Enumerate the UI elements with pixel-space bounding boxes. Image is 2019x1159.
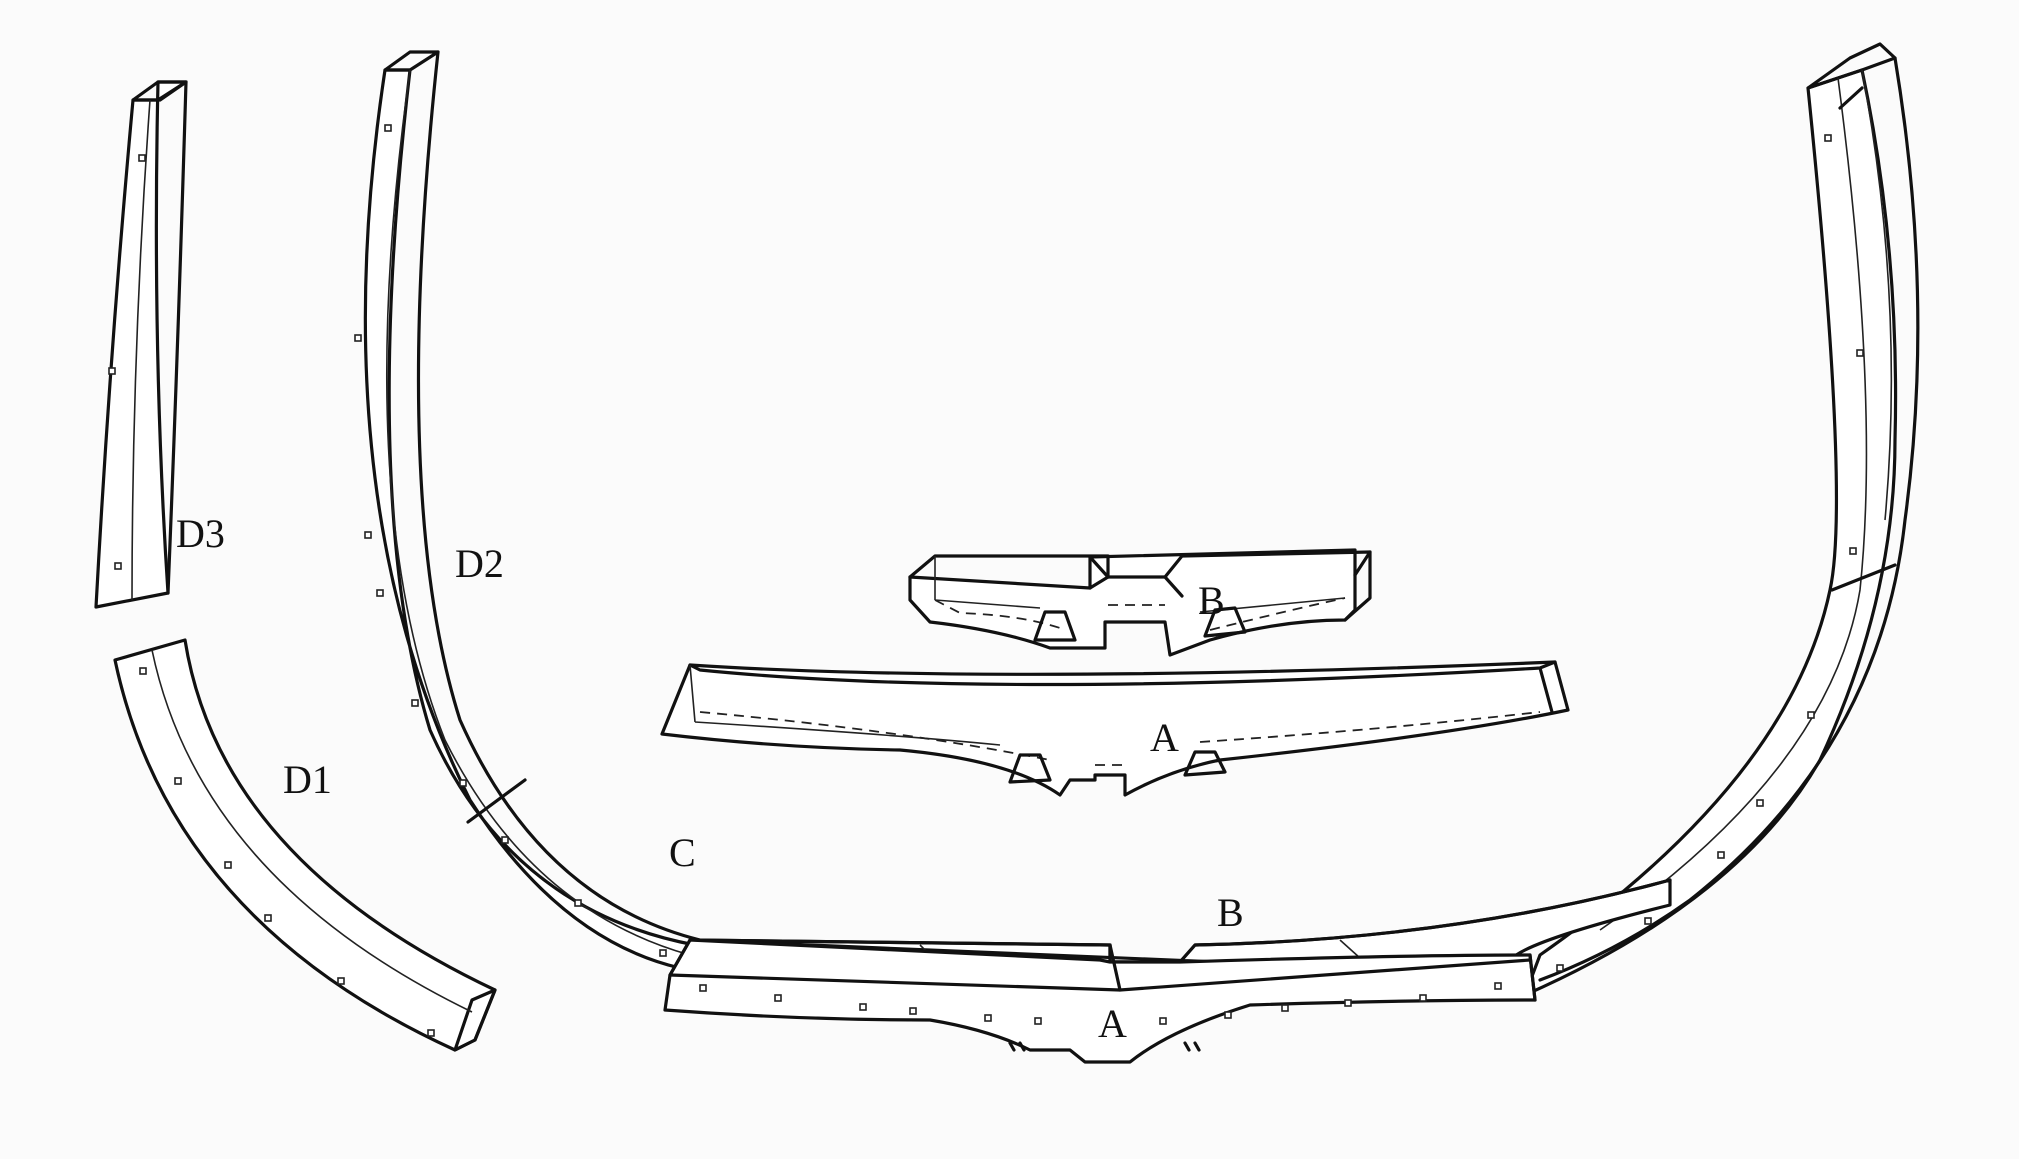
treenail-hole [411,699,419,707]
label-b-frame: B [1217,890,1244,935]
label-d3: D3 [176,511,225,556]
treenail-hole [1494,982,1502,990]
treenail-hole [1807,711,1815,719]
label-d1: D1 [283,757,332,802]
treenail-hole [138,154,146,162]
treenail-hole [1556,964,1564,972]
treenail-hole [574,899,582,907]
futtock-d1 [113,638,497,1052]
treenail-hole [376,589,384,597]
frame-right-arm [1523,42,1920,997]
treenail-hole [1159,1017,1167,1025]
treenail-hole [859,1003,867,1011]
treenail-hole [354,334,362,342]
treenail-hole [427,1029,435,1037]
treenail-hole [1224,1011,1232,1019]
label-c: C [669,830,696,875]
treenail-hole [337,977,345,985]
treenail-hole [108,367,116,375]
frame-floor-a [663,938,1537,1064]
treenail-hole [1824,134,1832,142]
treenail-hole [384,124,392,132]
detail-floor-b [908,548,1372,657]
treenail-hole [774,994,782,1002]
treenail-hole [1856,349,1864,357]
treenail-hole [699,984,707,992]
treenail-hole [364,531,372,539]
treenail-hole [1034,1017,1042,1025]
futtock-d3 [94,80,188,609]
part-labels: D3 D2 D1 C B A B A [176,511,1244,1046]
label-b-detail: B [1198,578,1225,623]
treenail-hole [1281,1004,1289,1012]
frame-left-arm [354,50,702,970]
detail-floor-a [660,660,1570,797]
treenail-hole [984,1014,992,1022]
treenail-hole [224,861,232,869]
treenail-hole [1849,547,1857,555]
treenail-hole [1644,917,1652,925]
treenail-hole [659,949,667,957]
label-a-detail: A [1150,715,1179,760]
treenail-hole [264,914,272,922]
label-a-frame: A [1098,1001,1127,1046]
treenail-hole [1344,999,1352,1007]
treenail-hole [1717,851,1725,859]
label-d2: D2 [455,541,504,586]
treenail-hole [459,779,467,787]
treenail-hole [114,562,122,570]
treenail-hole [139,667,147,675]
treenail-hole [909,1007,917,1015]
treenail-hole [174,777,182,785]
treenail-hole [1419,994,1427,1002]
treenail-hole [1756,799,1764,807]
treenail-hole [501,836,509,844]
